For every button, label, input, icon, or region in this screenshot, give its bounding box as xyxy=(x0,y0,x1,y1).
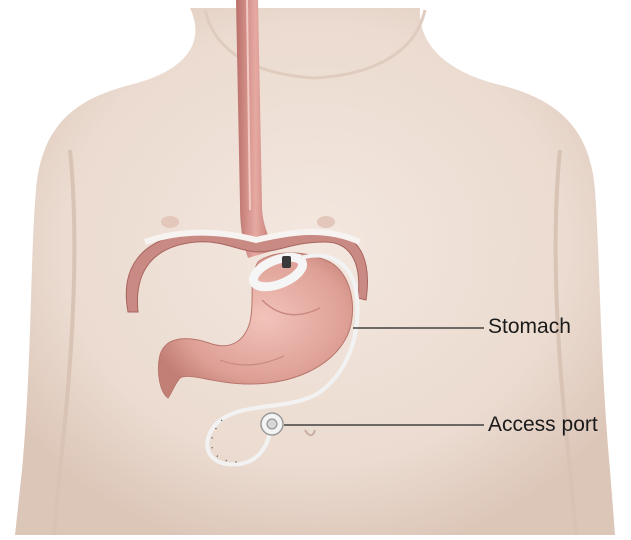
right-nipple xyxy=(317,216,335,228)
stomach-label: Stomach xyxy=(488,316,571,337)
access-port-label: Access port xyxy=(488,414,598,435)
access-port-septum xyxy=(267,419,277,429)
band-buckle xyxy=(282,256,291,268)
left-nipple xyxy=(161,216,179,228)
